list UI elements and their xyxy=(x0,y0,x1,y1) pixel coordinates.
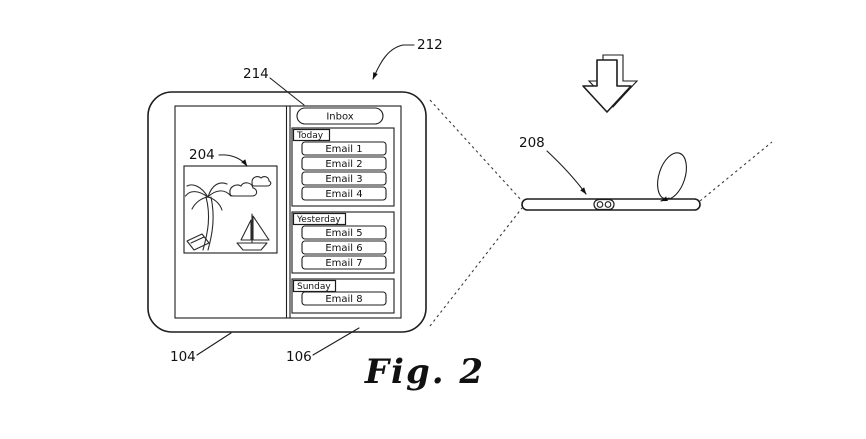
email-pane: Inbox Today Email 1 Email 2 Email 3 Emai… xyxy=(291,107,395,314)
email-row-label: Email 8 xyxy=(325,294,362,305)
leader-line-204 xyxy=(218,154,248,167)
email-row-label: Email 4 xyxy=(325,189,362,200)
ref-label-106: 106 xyxy=(286,349,312,365)
section-today: Today Email 1 Email 2 Email 3 Email 4 xyxy=(291,127,395,207)
figure-caption: Fig. 2 xyxy=(364,352,485,392)
section-yesterday-label: Yesterday xyxy=(296,215,341,225)
email-row xyxy=(301,225,387,240)
projection-lines xyxy=(429,99,773,327)
email-row xyxy=(301,186,387,201)
section-sunday-label: Sunday xyxy=(297,282,331,292)
folded-device-body xyxy=(521,198,701,211)
section-today-label: Today xyxy=(296,131,324,141)
ref-label-214: 214 xyxy=(243,66,269,82)
inbox-button xyxy=(296,107,384,125)
email-row-label: Email 6 xyxy=(325,243,362,254)
email-row xyxy=(301,240,387,255)
section-today-tab xyxy=(292,128,331,142)
leader-line-214 xyxy=(269,77,305,106)
section-sunday: Sunday Email 8 xyxy=(291,278,395,314)
email-row xyxy=(301,255,387,270)
ref-label-212: 212 xyxy=(417,37,443,53)
leader-line-208 xyxy=(546,150,587,195)
email-row xyxy=(301,141,387,156)
folded-device xyxy=(521,54,701,211)
leader-line-212 xyxy=(372,44,415,80)
rotation-arrow-icon xyxy=(657,152,687,202)
ref-label-208: 208 xyxy=(519,135,545,151)
ref-label-204: 204 xyxy=(189,147,215,163)
hinge-icon xyxy=(593,198,615,211)
ref-label-104: 104 xyxy=(170,349,196,365)
reference-annotations: 212 214 204 104 106 208 xyxy=(170,37,587,365)
inbox-button-label: Inbox xyxy=(326,112,353,123)
email-row-label: Email 3 xyxy=(325,174,362,185)
screen-outline xyxy=(174,105,402,319)
email-row-label: Email 1 xyxy=(325,144,362,155)
photo-sketch xyxy=(184,176,272,251)
email-row-label: Email 7 xyxy=(325,258,362,269)
email-row-label: Email 5 xyxy=(325,228,362,239)
fold-divider xyxy=(285,105,291,319)
email-row-label: Email 2 xyxy=(325,159,362,170)
leader-line-104 xyxy=(196,332,232,356)
email-row xyxy=(301,171,387,186)
open-device: Inbox Today Email 1 Email 2 Email 3 Emai… xyxy=(147,91,427,333)
leader-line-106 xyxy=(312,327,360,356)
photo-frame xyxy=(183,165,278,254)
email-row xyxy=(301,291,387,306)
section-yesterday: Yesterday Email 5 Email 6 Email 7 xyxy=(291,211,395,274)
down-arrow-icon xyxy=(582,54,639,113)
section-yesterday-tab xyxy=(292,212,347,226)
email-row xyxy=(301,156,387,171)
